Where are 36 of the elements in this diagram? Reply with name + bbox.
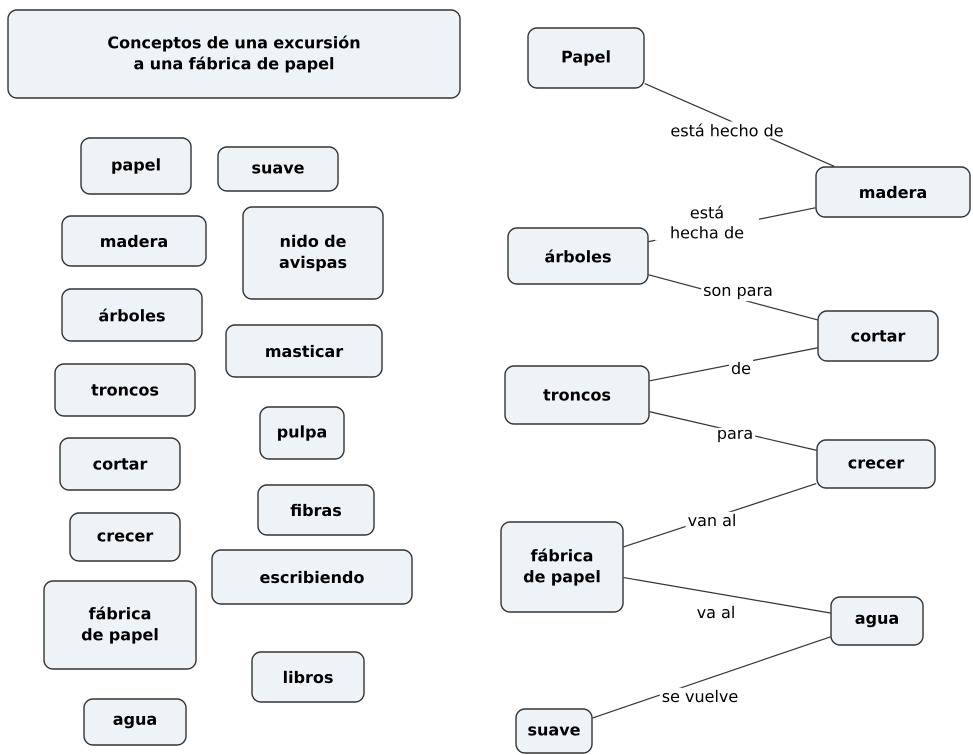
concept-box: troncos — [504, 365, 650, 425]
concept-box: troncos — [54, 363, 196, 417]
concept-box: nido de avispas — [242, 206, 384, 300]
edge-label: está hecha de — [655, 204, 760, 241]
edge-label: va al — [694, 604, 738, 620]
edge-label: se vuelve — [660, 688, 740, 704]
concept-box: madera — [815, 166, 971, 218]
concept-box: libros — [251, 651, 365, 703]
concept-box: pulpa — [259, 406, 345, 460]
concept-box: madera — [61, 215, 207, 267]
concept-box: fábrica de papel — [500, 521, 624, 613]
concept-box: fibras — [257, 484, 375, 536]
edge-label: para — [714, 428, 756, 444]
concept-box: árboles — [507, 227, 649, 285]
title-box: Conceptos de una excursión a una fábrica de papel — [7, 9, 461, 99]
concept-box: Papel — [527, 27, 645, 89]
concept-box: cortar — [817, 310, 939, 362]
concept-box: suave — [515, 708, 593, 754]
connector-line — [592, 636, 830, 718]
concept-box: crecer — [816, 439, 936, 489]
edge-label: van al — [686, 512, 738, 528]
connector-line — [650, 347, 818, 382]
concept-box: crecer — [69, 512, 181, 562]
edge-label: de — [729, 360, 753, 376]
concept-box: escribiendo — [211, 549, 413, 605]
edge-label: son para — [701, 284, 775, 302]
concept-box: cortar — [59, 437, 181, 491]
connector-line — [624, 576, 830, 614]
concept-box: masticar — [225, 324, 383, 378]
concept-box: papel — [80, 137, 192, 195]
edge-label: está hecho de — [668, 122, 786, 139]
concept-box: agua — [830, 596, 924, 646]
concept-box: fábrica de papel — [43, 580, 197, 670]
concept-box: agua — [83, 698, 187, 746]
concept-box: suave — [217, 146, 339, 192]
concept-box: árboles — [61, 288, 203, 342]
